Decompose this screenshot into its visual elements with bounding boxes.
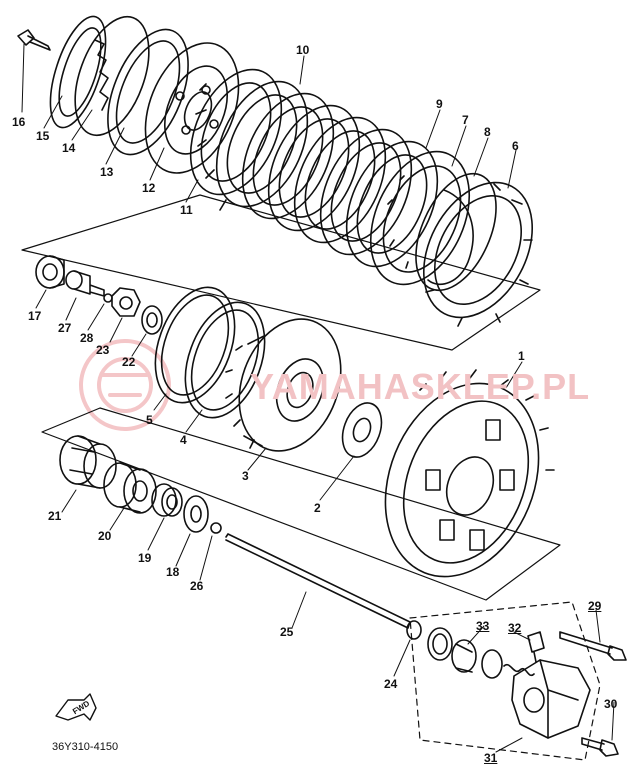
part-12-pressure-plate	[144, 42, 240, 174]
part-17-bearing	[35, 255, 65, 289]
watermark-logo	[79, 339, 171, 431]
fwd-direction-arrow	[55, 693, 97, 721]
callout-29: 29	[588, 599, 602, 613]
part-16-bolt	[17, 29, 51, 51]
part-24-seal	[406, 620, 422, 640]
callout-11: 11	[180, 203, 193, 217]
callout-5: 5	[146, 413, 153, 427]
part-26-ball	[210, 522, 222, 534]
callout-6: 6	[512, 139, 519, 153]
callout-7: 7	[462, 113, 469, 127]
part-27-pushrod-piece	[65, 270, 105, 297]
part-30-bolt-short	[581, 737, 619, 757]
group-outline-upper	[21, 194, 541, 351]
watermark-text: YAMAHASKLEP.PL	[250, 366, 591, 407]
callout-25: 25	[280, 625, 294, 639]
callout-2: 2	[314, 501, 321, 515]
part-18-washer	[183, 495, 209, 533]
part-15-cover	[49, 15, 107, 129]
group-outline-release	[409, 601, 601, 761]
part-19-bushing	[151, 483, 183, 517]
part-14-plate	[74, 15, 150, 137]
callout-24: 24	[384, 677, 398, 691]
callout-22: 22	[122, 355, 136, 369]
callout-14: 14	[62, 141, 76, 155]
callout-4: 4	[180, 433, 187, 447]
callout-18: 18	[166, 565, 180, 579]
part-4-ring	[184, 301, 266, 419]
part-8-wire-clip	[427, 189, 474, 286]
part-22-washer	[141, 305, 163, 335]
callout-9: 9	[436, 97, 443, 111]
part-31-release-housing	[511, 659, 591, 739]
parts-10-11-plate-stack	[189, 68, 439, 268]
part-25-push-rod	[225, 533, 411, 629]
part-29-bolt-long	[559, 631, 627, 661]
part-5-ring-large	[154, 286, 236, 404]
part-20-spacer	[103, 462, 157, 514]
callout-28: 28	[80, 331, 94, 345]
callout-21: 21	[48, 509, 62, 523]
part-1-primary-driven-gear	[384, 369, 555, 578]
callout-33: 33	[476, 619, 490, 633]
callout-13: 13	[100, 165, 114, 179]
leader-lines	[21, 43, 615, 753]
part-9-clutch-plate	[369, 150, 471, 286]
part-32-bleed-screw	[527, 631, 545, 663]
callout-16: 16	[12, 115, 26, 129]
callout-27: 27	[58, 321, 72, 335]
callout-20: 20	[98, 529, 112, 543]
callout-17: 17	[28, 309, 42, 323]
callout-12: 12	[142, 181, 156, 195]
group-outline-lower	[41, 407, 561, 601]
callout-26: 26	[190, 579, 204, 593]
diagram-reference-code: 36Y310-4150	[52, 741, 119, 753]
callout-15: 15	[36, 129, 50, 143]
callout-3: 3	[242, 469, 249, 483]
part-23-nut	[111, 287, 141, 317]
callout-1: 1	[518, 349, 525, 363]
part-13-spring	[107, 28, 189, 156]
callout-31: 31	[484, 751, 498, 765]
callout-32: 32	[508, 621, 522, 635]
part-7-ring	[415, 172, 497, 292]
callout-8: 8	[484, 125, 491, 139]
part-6-clutch-plate-outer	[422, 181, 534, 327]
callout-30: 30	[604, 697, 618, 711]
part-3-clutch-boss	[225, 318, 342, 452]
part-33-release-piston	[427, 627, 535, 679]
callout-23: 23	[96, 343, 110, 357]
callout-19: 19	[138, 551, 152, 565]
part-21-needle-bearing	[59, 435, 117, 489]
part-2-thrust-washer	[341, 402, 383, 458]
callout-10: 10	[296, 43, 310, 57]
part-28-ball	[103, 293, 113, 303]
